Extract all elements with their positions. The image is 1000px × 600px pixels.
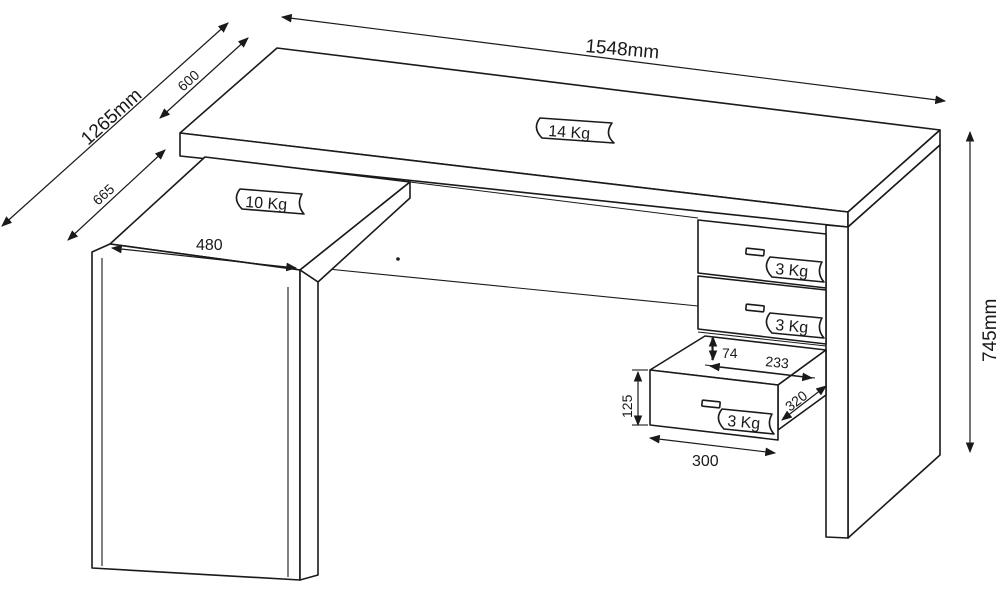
desk-right-leg xyxy=(825,144,941,539)
dim-top-depth: 600 xyxy=(174,67,202,95)
dimension-lines xyxy=(1,13,975,457)
dim-total-width: 1548mm xyxy=(585,36,660,63)
svg-text:3 Kg: 3 Kg xyxy=(775,317,809,337)
dim-drawer-inner-height: 74 xyxy=(722,345,738,361)
desk-return xyxy=(91,156,411,581)
drawer-handles xyxy=(701,247,765,409)
desk-back-panel xyxy=(317,181,699,307)
dim-drawer-inner-width: 233 xyxy=(765,353,790,371)
dim-drawer-width: 300 xyxy=(692,453,719,470)
dim-drawer-front-height: 125 xyxy=(619,394,635,418)
load-badge-drawer-2: 3 Kg xyxy=(765,312,825,339)
svg-text:3 Kg: 3 Kg xyxy=(727,413,761,433)
svg-text:10 Kg: 10 Kg xyxy=(245,194,288,214)
svg-text:14 Kg: 14 Kg xyxy=(548,123,591,143)
dim-height: 745mm xyxy=(980,299,1000,362)
load-badge-drawer-3: 3 Kg xyxy=(717,408,775,435)
svg-text:3 Kg: 3 Kg xyxy=(775,261,809,281)
dim-return-width: 480 xyxy=(196,237,223,254)
load-badge-drawer-1: 3 Kg xyxy=(765,256,825,283)
load-badge-main-top: 14 Kg xyxy=(535,117,615,144)
dim-total-depth: 1265mm xyxy=(77,85,146,150)
dim-return-length: 665 xyxy=(89,181,117,209)
load-badge-return-top: 10 Kg xyxy=(235,188,305,215)
